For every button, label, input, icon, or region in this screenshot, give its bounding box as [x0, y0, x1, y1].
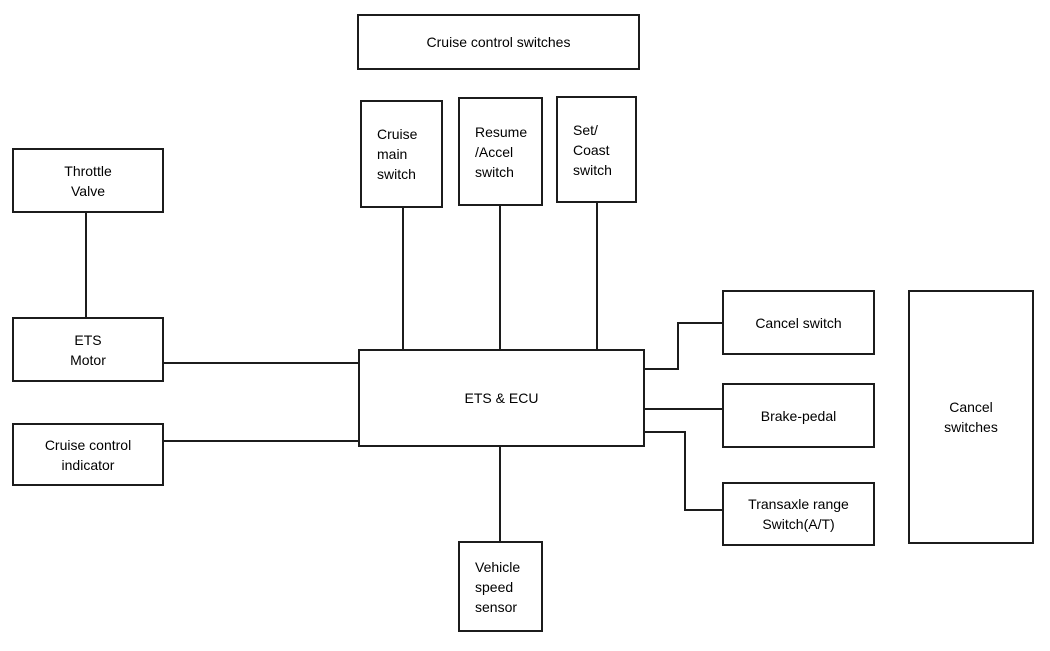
node-label-line: Resume: [475, 123, 528, 140]
node-cancel-switch: Cancel switch: [722, 290, 875, 355]
node-label-line: Coast: [573, 141, 610, 158]
node-cancel-switches-group: Cancel switches: [908, 290, 1034, 544]
node-label: Brake-pedal: [760, 407, 837, 424]
node-label-line: Set/: [573, 121, 598, 138]
connector-ecu-to-transaxle-switch-seg1: [645, 431, 686, 433]
connector-ecu-to-cancel-switch-seg2: [677, 322, 679, 370]
connector-throttle-valve-to-ets-motor: [85, 213, 87, 317]
node-label-line: /Accel: [475, 143, 514, 160]
connector-ecu-to-transaxle-switch-seg3: [686, 509, 722, 511]
node-label-line: switch: [475, 163, 514, 180]
node-label-line: Cruise control: [44, 436, 132, 453]
node-label-line: switch: [377, 166, 416, 182]
node-cruise-main-switch: Cruise main switch: [360, 100, 443, 208]
node-throttle-valve: Throttle Valve: [12, 148, 164, 213]
node-brake-pedal: Brake-pedal: [722, 383, 875, 448]
node-label: ETS & ECU: [464, 390, 539, 406]
node-set-coast-switch: Set/ Coast switch: [556, 96, 637, 203]
connector-set-coast-switch-to-ecu: [596, 203, 598, 349]
node-cruise-control-indicator: Cruise control indicator: [12, 423, 164, 486]
node-label: Cruise control switches: [426, 34, 571, 50]
node-label-line: switch: [573, 161, 612, 178]
node-label-line: switches: [944, 419, 998, 435]
connector-cruise-main-switch-to-ecu: [402, 208, 404, 349]
node-label: Cancel switch: [755, 314, 842, 331]
connector-ecu-to-transaxle-switch-seg2: [684, 431, 686, 511]
node-label-line: Vehicle: [475, 558, 521, 575]
node-label-line: Cruise: [377, 126, 418, 142]
connector-ets-motor-to-ecu: [164, 362, 358, 364]
node-cruise-control-switches: Cruise control switches: [357, 14, 640, 70]
node-label-line: sensor: [475, 598, 518, 615]
node-label-line: indicator: [61, 456, 115, 473]
connector-ecu-to-cancel-switch-seg1: [645, 368, 679, 370]
node-label-line: Throttle: [64, 162, 112, 179]
connector-ecu-to-vehicle-speed-sensor: [499, 447, 501, 541]
node-label-line: Valve: [71, 182, 105, 199]
node-label-line: Motor: [70, 351, 106, 368]
node-transaxle-range-switch: Transaxle range Switch(A/T): [722, 482, 875, 546]
connector-cruise-indicator-to-ecu: [164, 440, 358, 442]
node-label-line: speed: [475, 578, 514, 595]
connector-ecu-to-brake-pedal: [645, 408, 722, 410]
node-label-line: Cancel: [949, 399, 993, 415]
node-vehicle-speed-sensor: Vehicle speed sensor: [458, 541, 543, 632]
node-label-line: Transaxle range: [748, 496, 849, 512]
connector-resume-accel-switch-to-ecu: [499, 206, 501, 349]
connector-ecu-to-cancel-switch-seg3: [679, 322, 722, 324]
node-resume-accel-switch: Resume /Accel switch: [458, 97, 543, 206]
node-label-line: ETS: [74, 331, 102, 348]
node-ets-motor: ETS Motor: [12, 317, 164, 382]
node-label-line: Switch(A/T): [762, 516, 835, 532]
node-label-line: main: [377, 146, 408, 162]
node-ets-ecu: ETS & ECU: [358, 349, 645, 447]
